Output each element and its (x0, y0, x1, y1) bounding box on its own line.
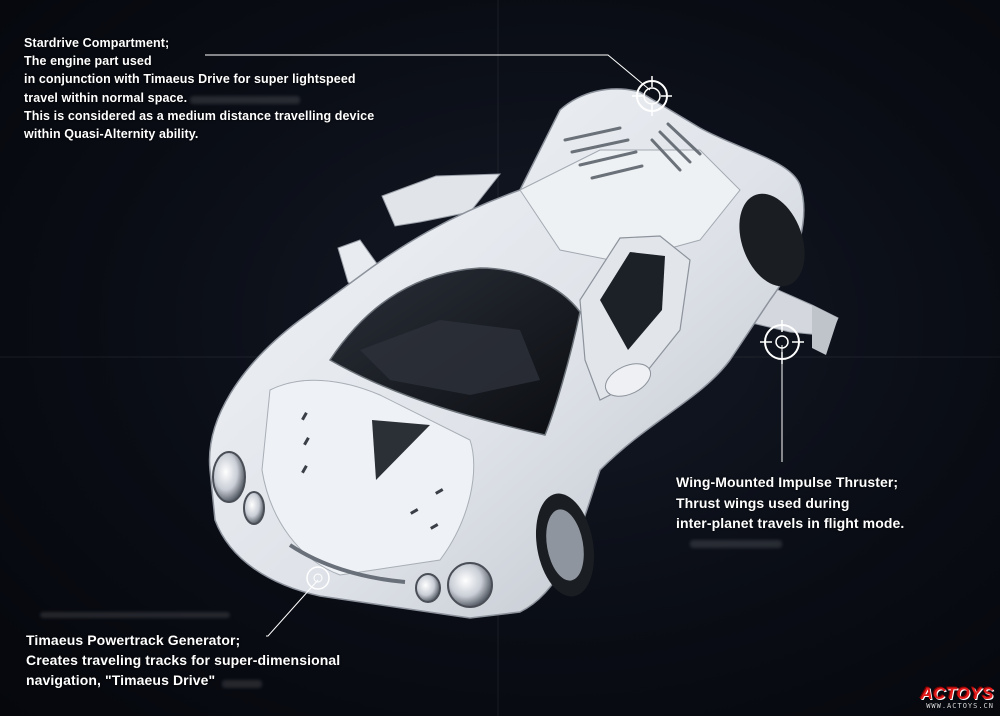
stardrive-callout-line: within Quasi-Alternity ability. (24, 127, 199, 142)
car-body (208, 88, 805, 619)
crosshair-target-icon (760, 320, 804, 364)
stardrive-callout: Stardrive Compartment; The engine part u… (24, 34, 374, 143)
blurred-text-remnant (690, 540, 782, 548)
leader-lines (205, 54, 783, 637)
blurred-text-remnant (190, 96, 300, 104)
blurred-text-remnant (40, 612, 230, 618)
logo-url: WWW.ACTOYS.CN (926, 702, 994, 710)
stardrive-callout-title: Stardrive Compartment; (24, 36, 170, 50)
crosshair-target-icon (632, 76, 672, 116)
wing-thruster-callout-line: Thrust wings used during (676, 494, 850, 511)
powertrack-callout-title: Timaeus Powertrack Generator; (26, 632, 241, 648)
logo-wordmark: ACTOYS (920, 684, 994, 703)
wing-thruster-callout: Wing-Mounted Impulse Thruster; Thrust wi… (676, 472, 904, 534)
hood-slots (301, 412, 444, 530)
stardrive-callout-line: in conjunction with Timaeus Drive for su… (24, 72, 356, 87)
crosshair-target-icon (306, 566, 330, 590)
stardrive-callout-line: This is considered as a medium distance … (24, 108, 375, 123)
rear-vents (563, 122, 702, 180)
powertrack-callout: Timaeus Powertrack Generator; Creates tr… (26, 630, 340, 690)
powertrack-callout-line: Creates traveling tracks for super-dimen… (26, 652, 341, 668)
blurred-text-remnant (222, 680, 262, 688)
stardrive-callout-line: The engine part used (24, 54, 152, 69)
powertrack-callout-line: navigation, "Timaeus Drive" (26, 672, 216, 688)
stardrive-callout-line: travel within normal space. (24, 90, 188, 105)
actoys-logo: ACTOYS WWW.ACTOYS.CN (920, 685, 994, 711)
wing-thruster-callout-title: Wing-Mounted Impulse Thruster; (676, 474, 899, 490)
wing-thruster-callout-line: inter-planet travels in flight mode. (676, 515, 905, 531)
